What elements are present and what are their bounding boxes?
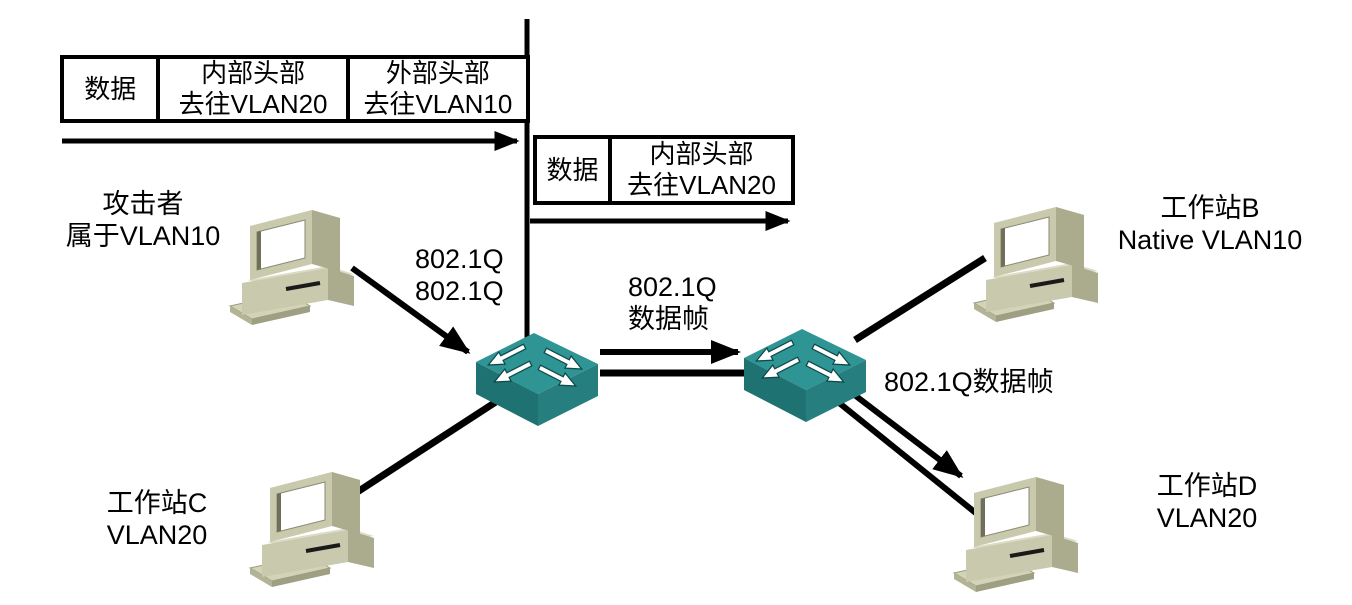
switch2-to-workstationD-arrow <box>846 387 964 479</box>
switch2-to-workstationD-link <box>836 399 984 521</box>
switch-1-icon <box>472 328 604 428</box>
attacker-label: 攻击者 属于VLAN10 <box>65 189 221 251</box>
switch-2-icon <box>740 324 872 424</box>
attacker-to-switch1-arrow <box>350 265 471 355</box>
workstation-c-pc-icon <box>248 470 376 589</box>
workstation-d-label: 工作站D VLAN20 <box>1156 471 1258 533</box>
workstation-b-pc-icon <box>972 205 1100 324</box>
workstationC-to-switch1-link <box>343 393 507 503</box>
double-tagged-frame: 数据 内部头部 去往VLAN20 外部头部 去往VLAN10 <box>60 55 530 123</box>
trunk-8021q-frame-label: 802.1Q 数据帧 <box>628 272 717 334</box>
switch2-to-workstationB-link <box>853 255 987 343</box>
single-tagged-frame: 数据 内部头部 去往VLAN20 <box>533 135 795 205</box>
attacker-pc-icon <box>228 208 356 327</box>
frame-cell-data: 数据 <box>84 73 137 104</box>
workstation-d-pc-icon <box>952 475 1080 594</box>
frame-cell-inner-header: 内部头部 去往VLAN20 <box>608 139 791 201</box>
workstation-b-label: 工作站B Native VLAN10 <box>1117 193 1303 255</box>
right-8021q-frame-label: 802.1Q数据帧 <box>884 367 1054 397</box>
frame-cell-inner-header: 内部头部 去往VLAN20 <box>156 58 345 119</box>
workstation-c-label: 工作站C VLAN20 <box>106 488 208 550</box>
double-8021q-label: 802.1Q 802.1Q <box>415 244 504 306</box>
frame-cell-outer-header: 外部头部 去往VLAN10 <box>345 58 526 119</box>
frame-cell-data: 数据 <box>546 154 599 185</box>
